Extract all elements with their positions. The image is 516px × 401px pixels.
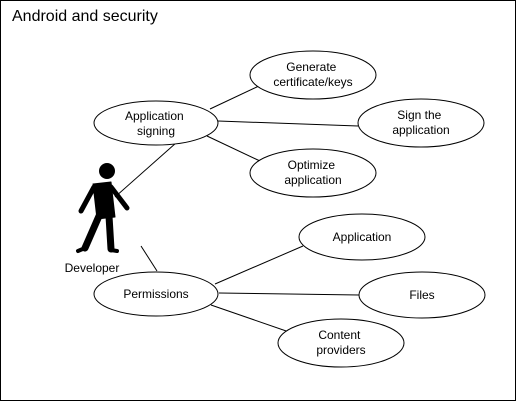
edge-developer-permissions: [140, 245, 158, 272]
edge-permissions-files: [218, 292, 360, 296]
label-optimize-application: Optimize application: [284, 158, 341, 187]
node-sign-the-application: [357, 98, 485, 148]
node-permission-application: [298, 213, 426, 261]
label-permission-files: Files: [409, 288, 434, 302]
diagram-title: Android and security: [12, 8, 158, 25]
node-permissions: [93, 271, 219, 317]
edge-signing-sign: [217, 120, 359, 127]
label-permissions: Permissions: [123, 287, 188, 301]
label-permission-application: Application: [333, 230, 392, 244]
node-permission-files: [358, 271, 486, 319]
label-application-signing: Application signing: [125, 109, 187, 138]
node-application-signing: [93, 100, 219, 146]
edge-signing-generate: [209, 84, 262, 110]
edge-permissions-content: [210, 304, 293, 334]
node-permission-content-providers: [277, 318, 405, 368]
label-permission-content-providers: Content providers: [316, 328, 365, 357]
edge-developer-signing: [114, 134, 186, 198]
connectors: [114, 84, 360, 334]
label-generate-certificate-keys: Generate certificate/keys: [273, 60, 352, 89]
walking-person-icon: [76, 163, 130, 253]
edge-permissions-application: [214, 245, 304, 285]
label-sign-the-application: Sign the application: [392, 108, 449, 137]
nodes: [93, 50, 486, 368]
node-optimize-application: [249, 148, 377, 198]
edge-signing-optimize: [206, 135, 261, 162]
actor-label-developer: Developer: [65, 261, 120, 275]
node-generate-certificate-keys: [249, 50, 377, 100]
